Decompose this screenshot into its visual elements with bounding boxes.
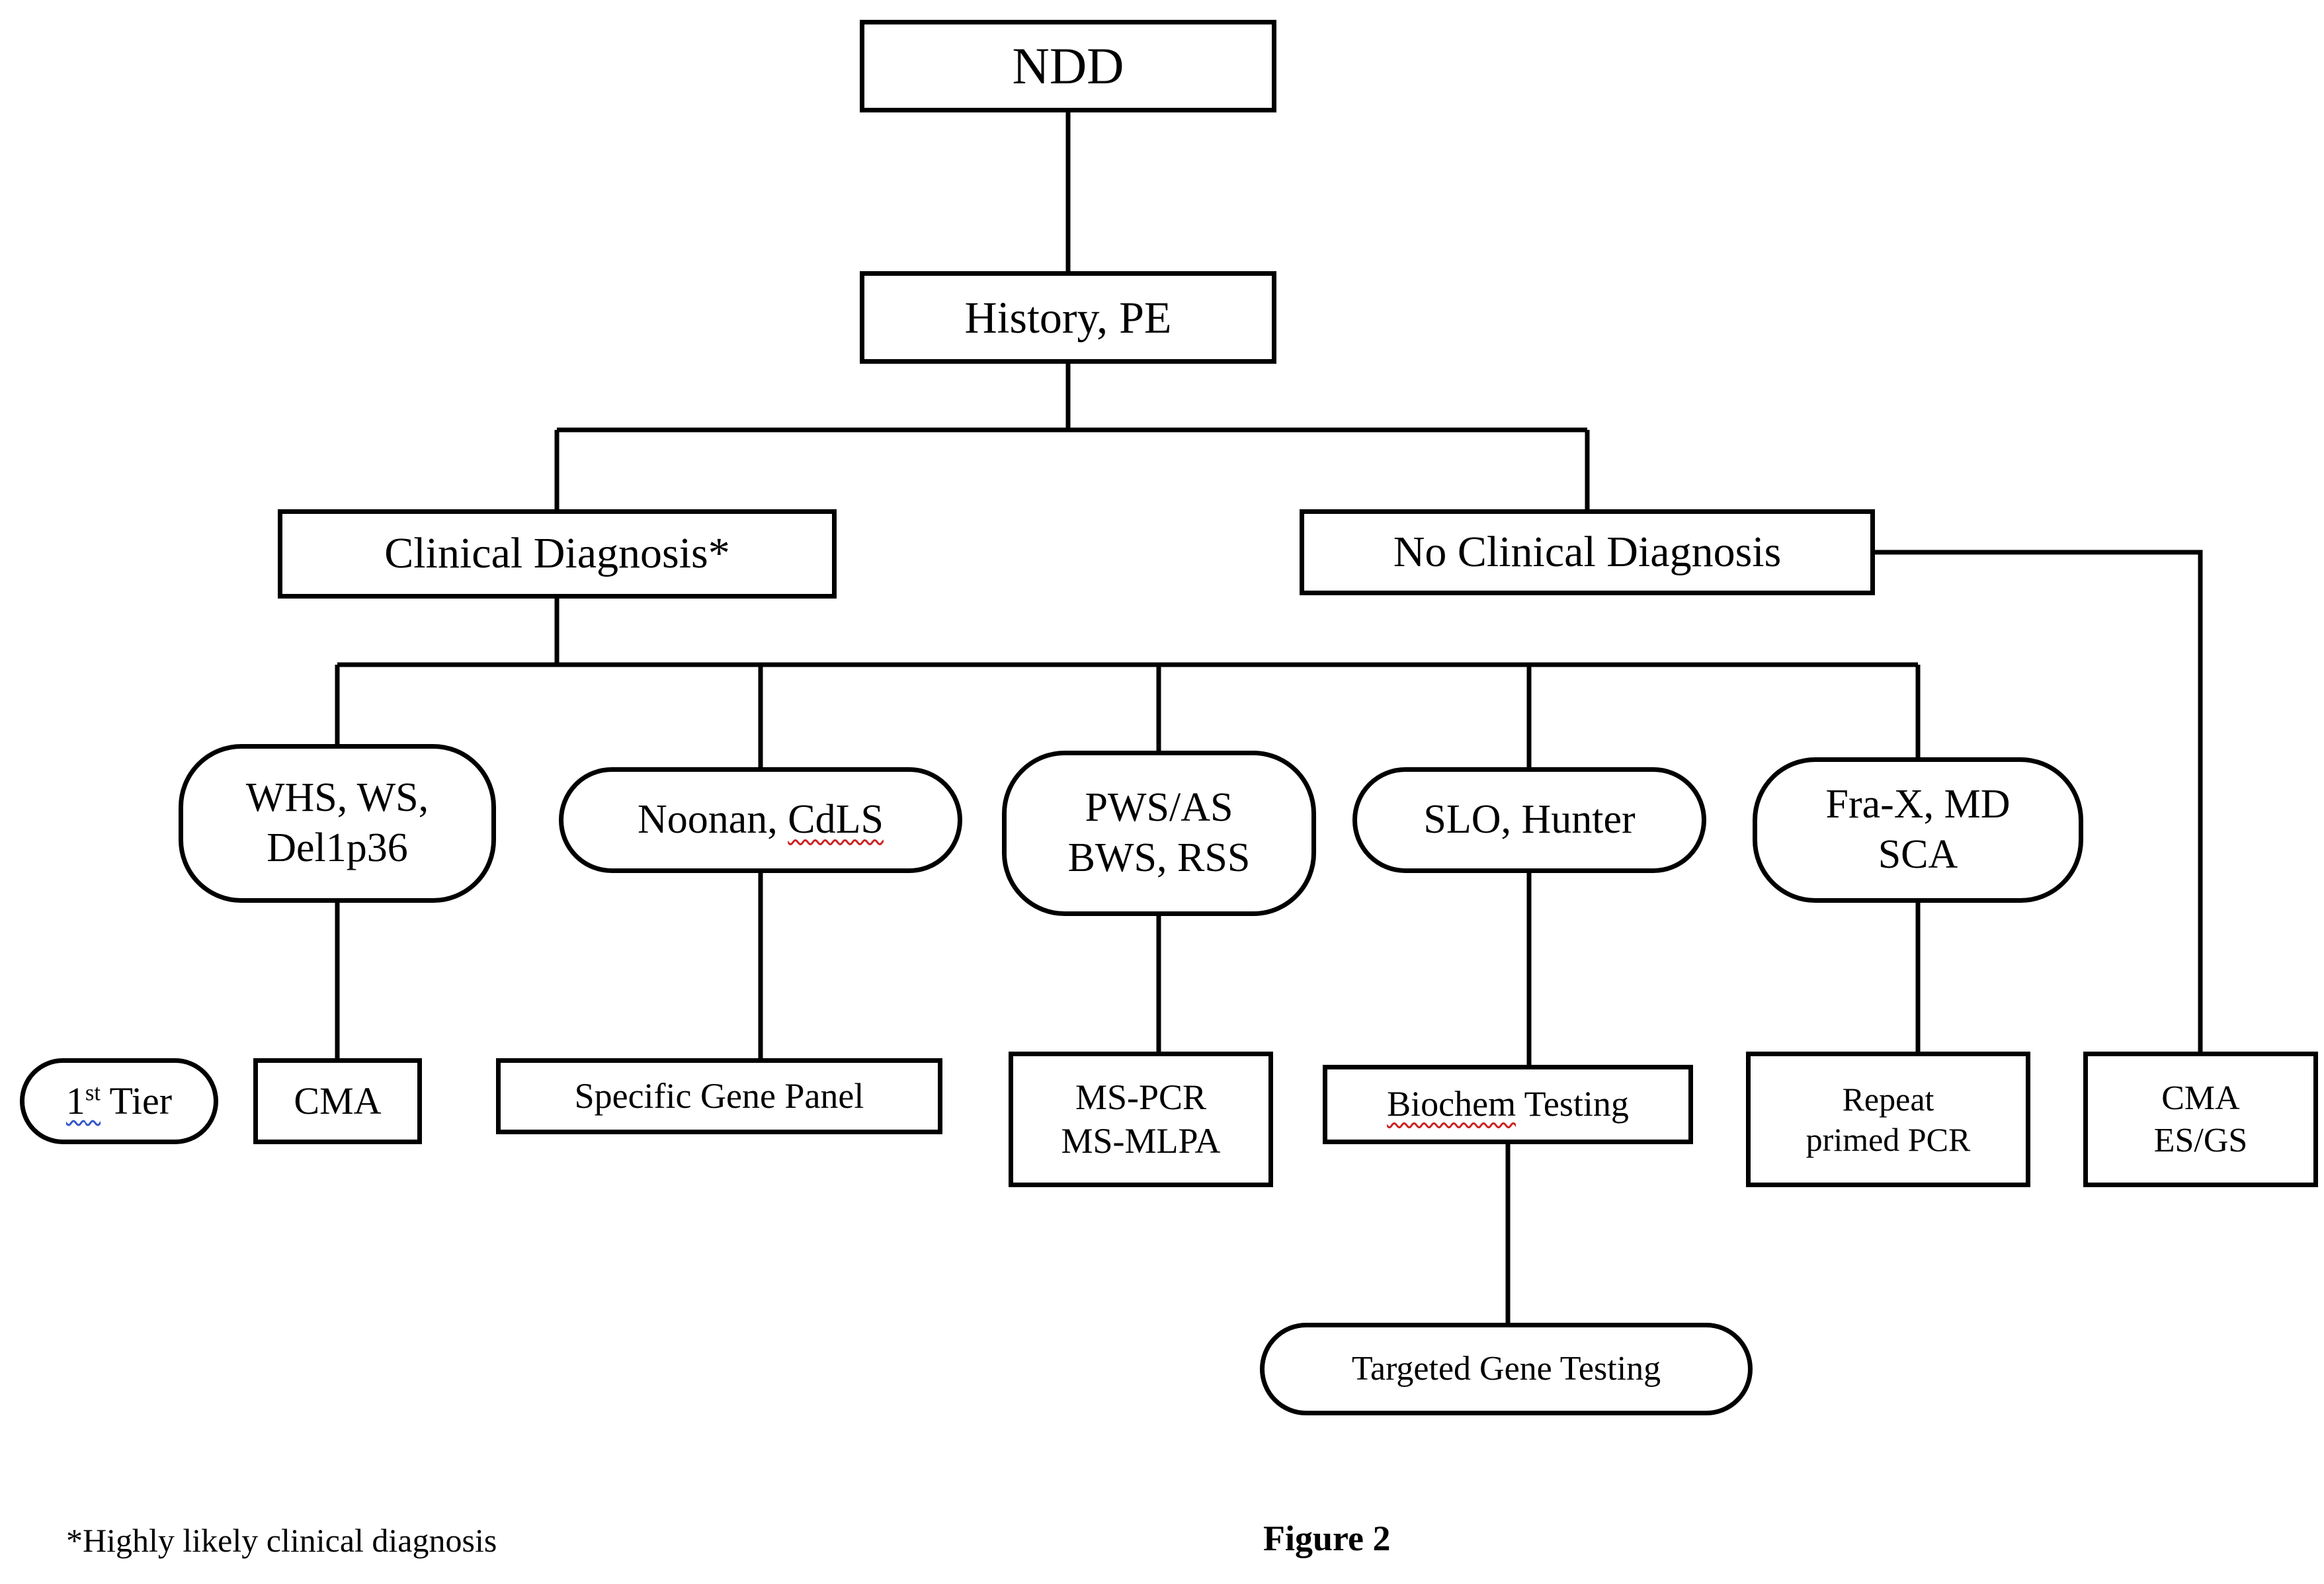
node-history-pe-label: History, PE <box>964 292 1172 343</box>
node-no-clinical-diagnosis: No Clinical Diagnosis <box>1300 509 1875 595</box>
node-ndd-label: NDD <box>1012 37 1124 95</box>
node-whs-line1: WHS, WS, <box>245 775 429 821</box>
node-history-pe: History, PE <box>860 271 1276 364</box>
node-specific-gene-panel-label: Specific Gene Panel <box>574 1075 864 1116</box>
node-biochem-testing: Biochem Testing <box>1323 1065 1693 1144</box>
node-cma-label: CMA <box>294 1079 382 1122</box>
node-noonan-text: Noonan, <box>637 797 788 843</box>
node-biochem-label: Biochem Testing <box>1387 1083 1629 1126</box>
node-whs-line2: Del1p36 <box>267 825 408 870</box>
first-tier-ordinal-group: 1st <box>66 1079 101 1122</box>
node-slo-hunter-label: SLO, Hunter <box>1423 797 1636 843</box>
node-pws-line2: BWS, RSS <box>1067 835 1251 880</box>
node-biochem-rest: Testing <box>1516 1084 1629 1124</box>
node-mspcr-line1: MS-PCR <box>1075 1077 1207 1117</box>
node-pws-as-bws-rss: PWS/AS BWS, RSS <box>1002 751 1316 916</box>
node-slo-hunter: SLO, Hunter <box>1352 767 1706 873</box>
first-tier-ordinal: st <box>85 1079 101 1106</box>
node-frax-line1: Fra-X, MD <box>1825 782 2011 827</box>
figure-caption: Figure 2 <box>1263 1519 1391 1558</box>
node-no-clinical-diagnosis-label: No Clinical Diagnosis <box>1393 527 1782 576</box>
footnote: *Highly likely clinical diagnosis <box>66 1522 497 1559</box>
node-cma: CMA <box>253 1058 422 1144</box>
node-whs-ws-del1p36: WHS, WS, Del1p36 <box>179 744 496 903</box>
node-noonan-cdls: Noonan, CdLS <box>559 767 962 873</box>
node-mspcr-line2: MS-MLPA <box>1061 1120 1221 1161</box>
node-noonan-cdls-misspelled: CdLS <box>788 797 884 843</box>
node-first-tier-label: 1st Tier <box>66 1078 172 1125</box>
node-repeat-line2: primed PCR <box>1805 1120 1971 1158</box>
node-ndd: NDD <box>860 20 1276 112</box>
node-repeat-line1: Repeat <box>1842 1080 1934 1118</box>
node-pws-line1: PWS/AS <box>1085 785 1233 831</box>
node-clinical-diagnosis: Clinical Diagnosis* <box>278 509 837 599</box>
node-clinical-diagnosis-label: Clinical Diagnosis* <box>384 529 730 578</box>
node-ms-pcr-ms-mlpa: MS-PCR MS-MLPA <box>1009 1052 1273 1187</box>
node-specific-gene-panel: Specific Gene Panel <box>496 1058 942 1134</box>
node-cmaes-line1: CMA <box>2161 1079 2240 1118</box>
node-biochem-misspelled: Biochem <box>1387 1084 1516 1124</box>
node-first-tier: 1st Tier <box>20 1058 218 1144</box>
node-repeat-primed-pcr: Repeat primed PCR <box>1746 1052 2030 1187</box>
first-tier-number: 1 <box>65 1079 85 1122</box>
node-noonan-label: Noonan, CdLS <box>638 795 884 845</box>
node-cmaes-line2: ES/GS <box>2153 1121 2248 1159</box>
node-frax-md-sca: Fra-X, MD SCA <box>1753 757 2083 903</box>
node-cma-es-gs: CMA ES/GS <box>2083 1052 2318 1187</box>
node-targeted-gene-testing-label: Targeted Gene Testing <box>1351 1350 1661 1388</box>
node-targeted-gene-testing: Targeted Gene Testing <box>1260 1323 1753 1415</box>
node-frax-line2: SCA <box>1878 832 1958 877</box>
first-tier-rest: Tier <box>101 1079 173 1122</box>
